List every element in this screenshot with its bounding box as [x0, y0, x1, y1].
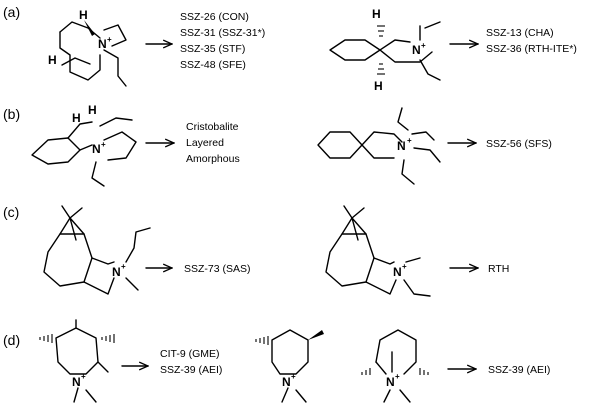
products-c-right: RTH	[488, 263, 509, 275]
positive-charge: +	[107, 35, 112, 44]
products-d-left: CIT-9 (GME) SSZ-39 (AEI)	[160, 348, 222, 376]
product-label: SSZ-39 (AEI)	[160, 364, 222, 376]
nitrogen-atom: N	[92, 142, 101, 156]
product-label: SSZ-73 (SAS)	[184, 263, 251, 275]
molecule-d-right: N +	[361, 329, 429, 403]
product-label: Cristobalite	[186, 121, 239, 133]
panel-label-d: (d)	[3, 332, 20, 348]
products-c-left: SSZ-73 (SAS)	[184, 263, 251, 275]
nitrogen-atom: N	[112, 265, 121, 279]
nitrogen-atom: N	[393, 265, 402, 279]
product-label: SSZ-56 (SFS)	[486, 138, 552, 150]
nitrogen-atom: N	[412, 43, 421, 57]
nitrogen-atom: N	[72, 375, 81, 389]
product-label: SSZ-35 (STF)	[180, 43, 245, 55]
hydrogen-atom: H	[88, 103, 97, 117]
products-a-right: SSZ-13 (CHA) SSZ-36 (RTH-ITE*)	[486, 27, 577, 55]
product-label: RTH	[488, 263, 509, 275]
hydrogen-atom: H	[72, 111, 81, 125]
molecule-a-left: H H N +	[48, 8, 127, 87]
positive-charge: +	[395, 372, 400, 381]
positive-charge: +	[407, 136, 412, 145]
panel-label-b: (b)	[3, 106, 20, 122]
products-b-right: SSZ-56 (SFS)	[486, 138, 552, 150]
nitrogen-atom: N	[386, 375, 395, 389]
nitrogen-atom: N	[397, 139, 406, 153]
product-label: Amorphous	[186, 153, 240, 165]
product-label: CIT-9 (GME)	[160, 348, 220, 360]
product-label: SSZ-36 (RTH-ITE*)	[486, 43, 577, 55]
positive-charge: +	[81, 372, 86, 381]
molecule-c-right: N +	[325, 205, 431, 297]
positive-charge: +	[121, 262, 126, 271]
positive-charge: +	[402, 262, 407, 271]
panel-label-a: (a)	[3, 4, 20, 20]
panel-d: (d) N + CIT-9 (GME) SSZ-39 (AEI)	[3, 319, 550, 403]
product-label: SSZ-31 (SSZ-31*)	[180, 27, 265, 39]
molecule-c-left: N +	[43, 205, 151, 295]
positive-charge: +	[101, 140, 106, 149]
panel-b: (b) H H N + Cristobalite Layered Amorpho…	[3, 103, 552, 187]
panel-c: (c) N + SSZ-73 (SAS)	[3, 204, 509, 297]
molecule-b-left: H H N +	[31, 103, 137, 187]
products-d-right: SSZ-39 (AEI)	[488, 364, 550, 376]
hydrogen-atom: H	[48, 53, 57, 67]
product-label: Layered	[186, 137, 224, 149]
molecule-d-middle: N +	[255, 329, 324, 403]
positive-charge: +	[421, 41, 426, 50]
hydrogen-atom: H	[372, 7, 381, 21]
panel-label-c: (c)	[3, 204, 19, 220]
nitrogen-atom: N	[282, 375, 291, 389]
nitrogen-atom: N	[98, 37, 107, 51]
product-label: SSZ-39 (AEI)	[488, 364, 550, 376]
hydrogen-atom: H	[79, 8, 88, 22]
products-a-left: SSZ-26 (CON) SSZ-31 (SSZ-31*) SSZ-35 (ST…	[180, 11, 265, 71]
positive-charge: +	[291, 372, 296, 381]
products-b-left: Cristobalite Layered Amorphous	[186, 121, 240, 165]
hydrogen-atom: H	[374, 79, 383, 93]
molecule-b-right: N +	[317, 107, 441, 185]
product-label: SSZ-13 (CHA)	[486, 27, 554, 39]
molecule-a-right: H H N +	[329, 7, 441, 93]
product-label: SSZ-26 (CON)	[180, 11, 249, 23]
product-label: SSZ-48 (SFE)	[180, 59, 246, 71]
molecule-d-left: N +	[39, 319, 115, 403]
panel-a: (a) H H N + SSZ-26 (CON) SSZ-31 (SSZ-31*…	[3, 4, 577, 93]
